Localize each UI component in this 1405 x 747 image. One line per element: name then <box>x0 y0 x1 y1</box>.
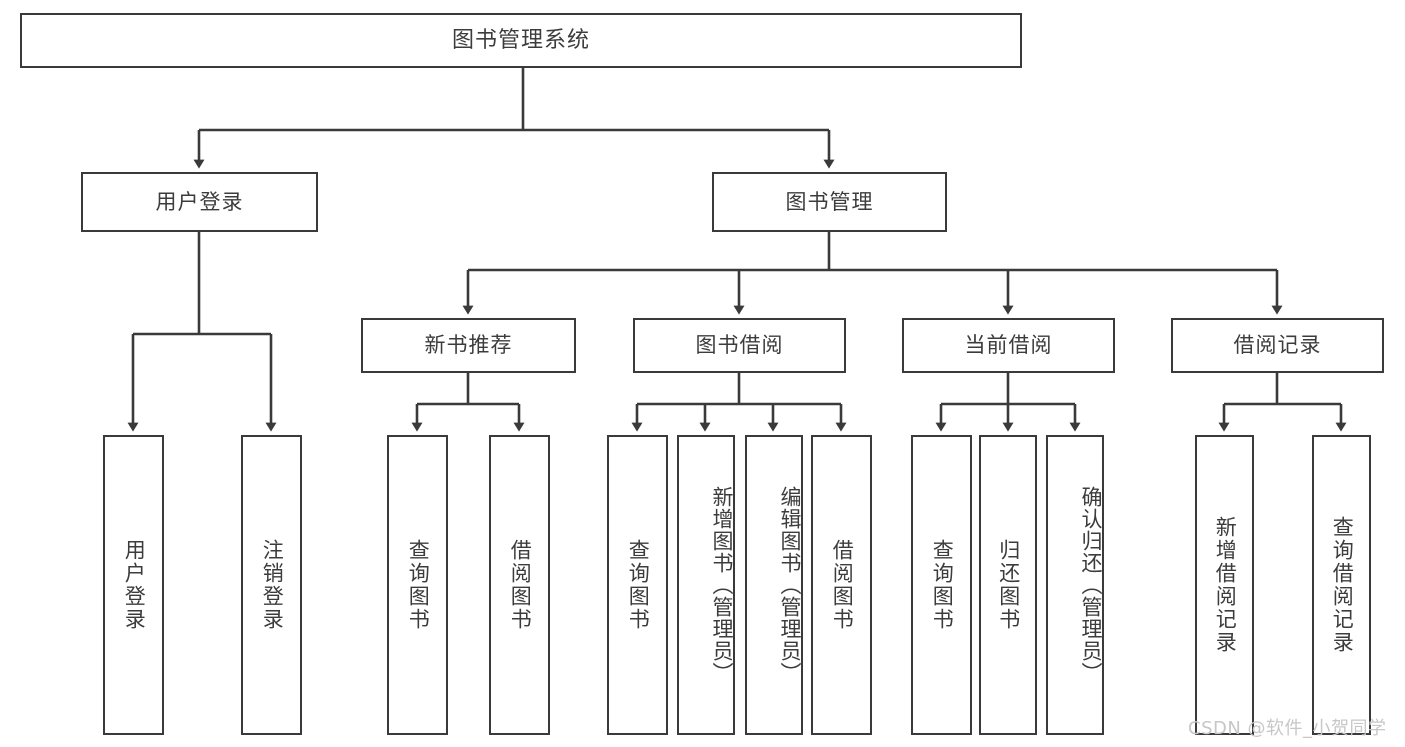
node-book-management[interactable]: 图书管理 <box>712 172 947 232</box>
csdn-watermark: CSDN @软件_小贺同学 <box>1188 718 1387 739</box>
leaf-add-book-admin[interactable]: 新增图书（管理员） <box>677 435 735 735</box>
leaf-edit-book-admin[interactable]: 编辑图书（管理员） <box>745 435 803 735</box>
leaf-logout[interactable]: 注销登录 <box>241 435 302 735</box>
leaf-borrow-book[interactable]: 借阅图书 <box>811 435 872 735</box>
leaf-user-login[interactable]: 用户登录 <box>103 435 164 735</box>
leaf-query-borrow-record[interactable]: 查询借阅记录 <box>1312 435 1371 735</box>
leaf-confirm-return-admin[interactable]: 确认归还（管理员） <box>1046 435 1104 735</box>
leaf-return-book[interactable]: 归还图书 <box>979 435 1037 735</box>
leaf-query-book-borrow[interactable]: 查询图书 <box>607 435 668 735</box>
leaf-borrow-book-newbook[interactable]: 借阅图书 <box>489 435 550 735</box>
node-borrow-records[interactable]: 借阅记录 <box>1171 318 1384 373</box>
node-current-borrowing[interactable]: 当前借阅 <box>902 318 1115 373</box>
node-user-login[interactable]: 用户登录 <box>81 172 318 232</box>
node-new-book-recommendation[interactable]: 新书推荐 <box>361 318 576 373</box>
leaf-query-book-current[interactable]: 查询图书 <box>911 435 972 735</box>
leaf-add-borrow-record[interactable]: 新增借阅记录 <box>1195 435 1254 735</box>
node-root-book-management-system[interactable]: 图书管理系统 <box>20 13 1022 68</box>
node-book-borrowing[interactable]: 图书借阅 <box>633 318 846 373</box>
leaf-query-book-newbook[interactable]: 查询图书 <box>387 435 448 735</box>
